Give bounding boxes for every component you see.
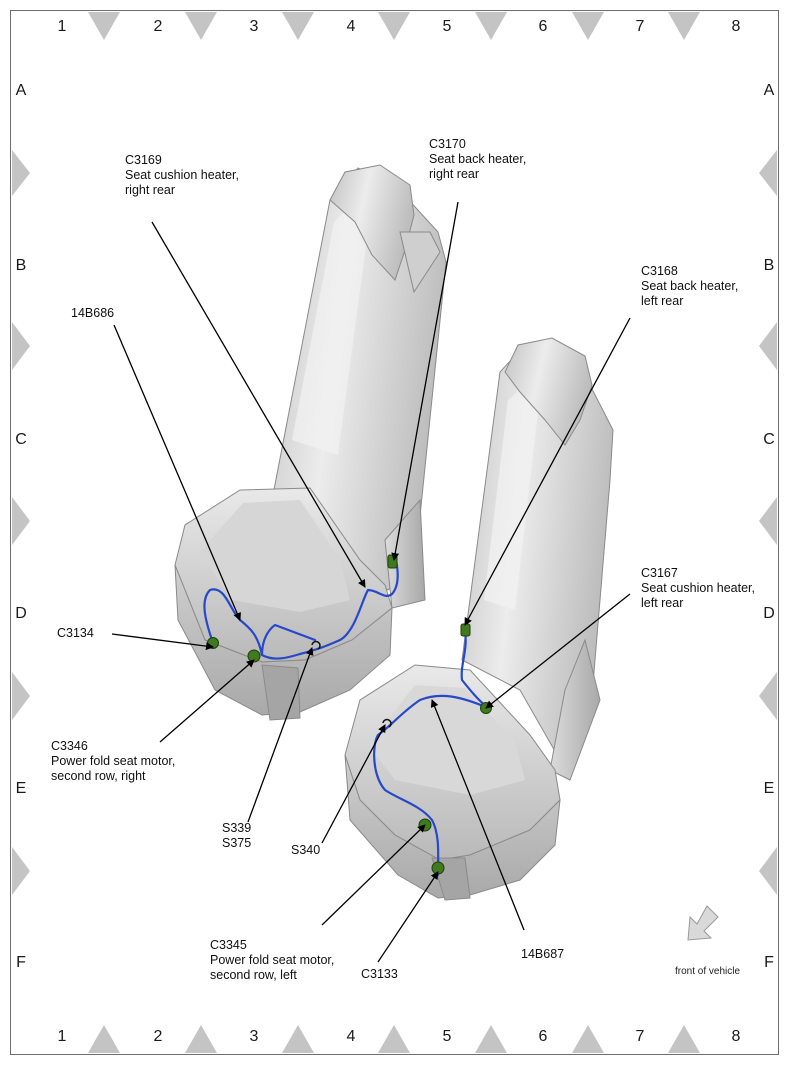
- grid-row-label: F: [16, 954, 26, 971]
- callout-s339-s375: S339 S375: [222, 821, 251, 851]
- grid-col-label: 5: [442, 1028, 452, 1045]
- right-rear-seat: [174, 164, 447, 721]
- callout-c3345: C3345 Power fold seat motor, second row,…: [210, 938, 334, 983]
- callout-14b687: 14B687: [521, 947, 564, 962]
- grid-col-label: 6: [538, 18, 548, 35]
- connector-code: C3170: [429, 137, 466, 151]
- connector-code: C3345: [210, 938, 247, 952]
- grid-col-label: 7: [635, 1028, 645, 1045]
- front-of-vehicle-label: front of vehicle: [675, 966, 741, 977]
- callout-14b686: 14B686: [71, 306, 114, 321]
- callout-c3346: C3346 Power fold seat motor, second row,…: [51, 739, 175, 784]
- grid-row-label: F: [764, 954, 774, 971]
- connector-code: C3346: [51, 739, 88, 753]
- harness-code: 14B686: [71, 306, 115, 320]
- grid-row-label: B: [15, 257, 27, 274]
- connector-code: C3167: [641, 566, 678, 580]
- callout-description: Seat back heater,: [429, 152, 527, 166]
- grid-col-label: 8: [731, 1028, 741, 1045]
- connector-code: C3133: [361, 967, 398, 981]
- grid-row-label: C: [763, 431, 775, 448]
- grid-col-label: 2: [153, 18, 163, 35]
- grid-col-label: 8: [731, 18, 741, 35]
- callout-description: Seat cushion heater,: [641, 581, 755, 595]
- callout-c3167: C3167 Seat cushion heater, left rear: [641, 566, 755, 611]
- callout-c3168: C3168 Seat back heater, left rear: [641, 264, 738, 309]
- callout-description: right rear: [125, 183, 176, 197]
- grid-row-label: A: [15, 82, 27, 99]
- callout-description: left rear: [641, 596, 684, 610]
- splice-code: S340: [291, 843, 321, 857]
- callout-c3169: C3169 Seat cushion heater, right rear: [125, 153, 239, 198]
- grid-col-label: 4: [346, 18, 356, 35]
- connector-code: C3134: [57, 626, 94, 640]
- grid-row-label: A: [763, 82, 775, 99]
- callout-c3170: C3170 Seat back heater, right rear: [429, 137, 526, 182]
- callout-description: Seat back heater,: [641, 279, 739, 293]
- callout-description: Power fold seat motor,: [51, 754, 176, 768]
- splices: [311, 640, 392, 728]
- grid-col-label: 1: [57, 1028, 67, 1045]
- grid-col-label: 7: [635, 18, 645, 35]
- diagram-frame: [10, 10, 779, 1055]
- grid-row-label: D: [15, 605, 27, 622]
- splice-code: S339: [222, 821, 252, 835]
- callout-description: second row, left: [210, 968, 297, 982]
- connector-code: C3169: [125, 153, 162, 167]
- grid-row-label: E: [763, 780, 775, 797]
- callout-description: right rear: [429, 167, 480, 181]
- callout-description: second row, right: [51, 769, 146, 783]
- callout-description: left rear: [641, 294, 684, 308]
- callout-c3134: C3134: [57, 626, 94, 641]
- splice-s340: [382, 718, 392, 728]
- callout-description: Seat cushion heater,: [125, 168, 239, 182]
- grid-col-label: 3: [249, 1028, 259, 1045]
- callout-s340: S340: [291, 843, 320, 858]
- grid-col-label: 4: [346, 1028, 356, 1045]
- grid-col-label: 2: [153, 1028, 163, 1045]
- leader-lines: [111, 201, 631, 963]
- grid-row-label: D: [763, 605, 775, 622]
- splice-s339-s375: [311, 640, 321, 650]
- grid-col-label: 3: [249, 18, 259, 35]
- splice-code: S375: [222, 836, 252, 850]
- grid-row-label: B: [763, 257, 775, 274]
- connector-code: C3168: [641, 264, 678, 278]
- grid-row-label: E: [15, 780, 27, 797]
- callout-c3133: C3133: [361, 967, 398, 982]
- left-rear-seat: [344, 337, 614, 901]
- wiring-harness: [203, 558, 490, 877]
- callout-description: Power fold seat motor,: [210, 953, 335, 967]
- grid-col-label: 6: [538, 1028, 548, 1045]
- grid-col-label: 1: [57, 18, 67, 35]
- grid-col-label: 5: [442, 18, 452, 35]
- harness-code: 14B687: [521, 947, 565, 961]
- front-arrow-icon: [687, 905, 719, 941]
- grid-markers: [12, 12, 777, 1053]
- grid-row-label: C: [15, 431, 27, 448]
